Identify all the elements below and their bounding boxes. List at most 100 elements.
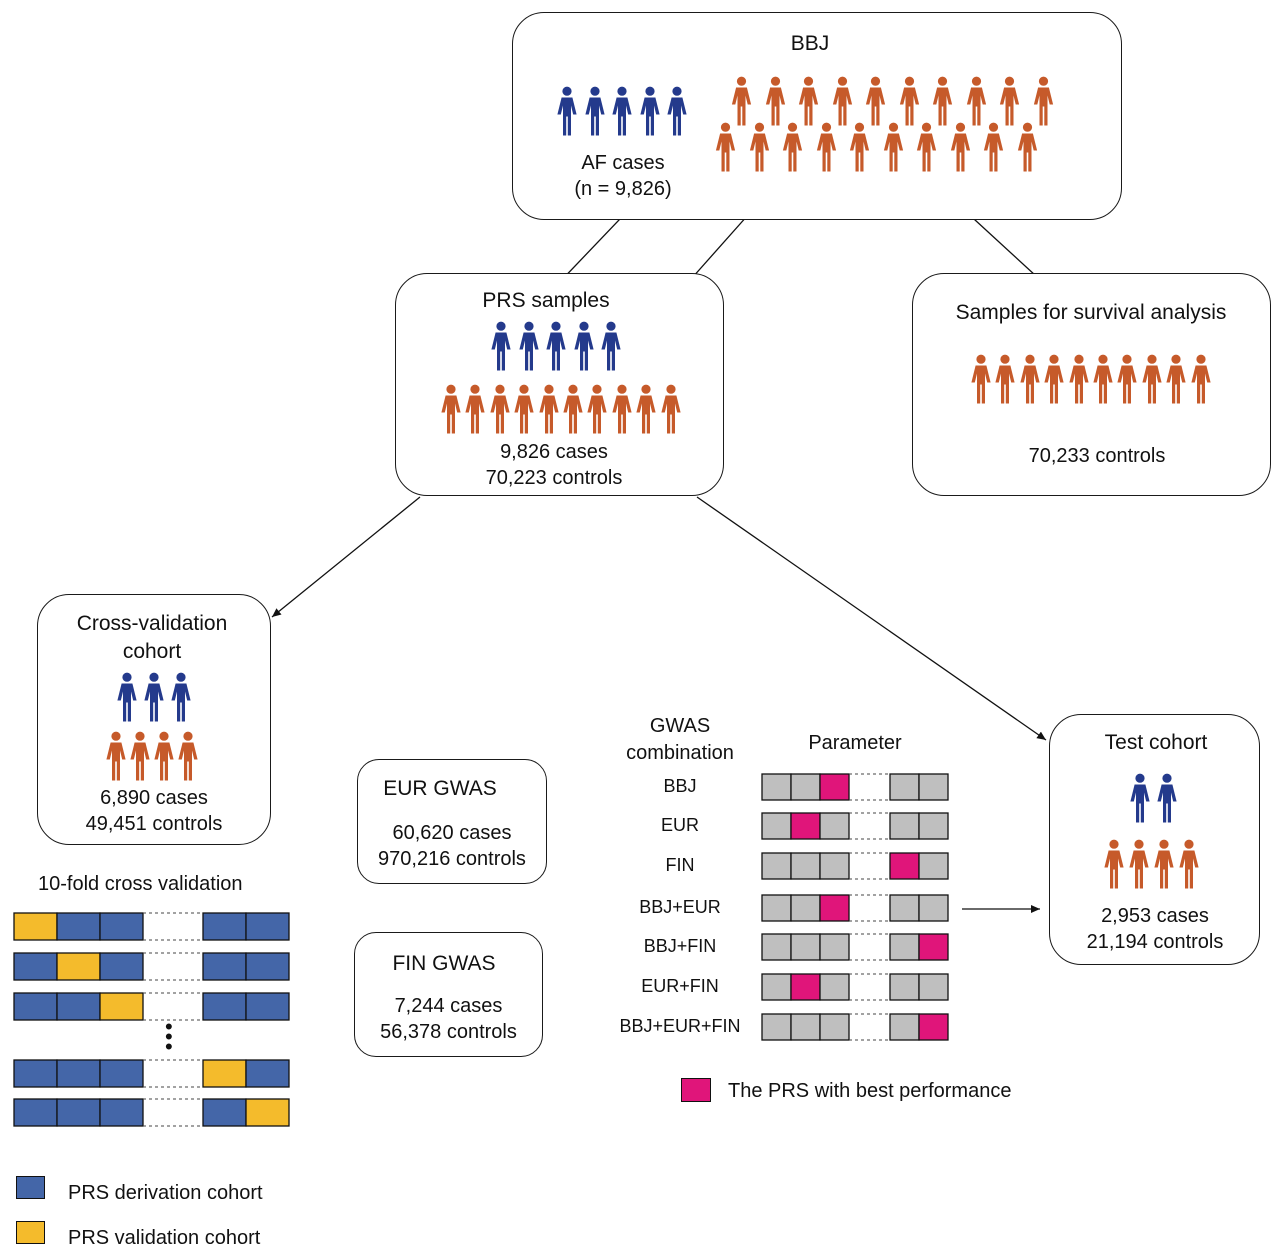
cv-cases-icons: [117, 672, 191, 722]
parameter-cell: [761, 894, 792, 922]
case-person-icon: [1157, 773, 1177, 823]
parameter-cell: [889, 973, 920, 1001]
eur-gwas-title: EUR GWAS: [383, 777, 497, 800]
control-person-icon: [441, 384, 461, 434]
gwas-row-label: BBJ+FIN: [643, 936, 717, 956]
case-person-icon: [1130, 773, 1150, 823]
bbj-af-cases-count: (n = 9,826): [574, 178, 672, 200]
control-person-icon: [832, 76, 852, 126]
control-person-icon: [816, 122, 836, 172]
derivation-fold: [99, 912, 144, 941]
fin-gwas-cases: 7,244 cases: [394, 995, 503, 1017]
cv-title-line2: cohort: [122, 640, 182, 663]
prs-cases-count: 9,826 cases: [500, 441, 608, 463]
control-person-icon: [1017, 122, 1037, 172]
case-person-icon: [612, 86, 632, 136]
parameter-cell: [889, 773, 920, 801]
gwas-header-line2: combination: [626, 742, 734, 764]
best-parameter-cell: [790, 973, 821, 1001]
case-person-icon: [584, 86, 605, 136]
control-person-icon: [1154, 839, 1174, 889]
eur-gwas-controls: 970,216 controls: [378, 848, 526, 870]
derivation-fold: [13, 952, 58, 981]
control-person-icon: [1044, 354, 1064, 404]
case-person-icon: [518, 321, 539, 371]
gwas-row-label: BBJ+EUR: [639, 897, 721, 917]
control-person-icon: [1166, 354, 1186, 404]
arrow-prs-to-cv: [271, 496, 421, 618]
gwas-header-line1: GWAS: [649, 715, 711, 737]
derivation-fold: [245, 952, 290, 981]
cv-fold-bars: [13, 912, 290, 1127]
fin-gwas-title: FIN GWAS: [392, 952, 496, 975]
control-person-icon: [971, 354, 991, 404]
control-person-icon: [1117, 354, 1137, 404]
derivation-fold: [202, 992, 247, 1021]
bbj-cases-icons: [557, 86, 687, 136]
gwas-row-label: BBJ: [663, 776, 697, 796]
test-cases-count: 2,953 cases: [1101, 905, 1209, 927]
survival-controls-count: 70,233 controls: [1028, 445, 1166, 467]
eur-gwas-cases: 60,620 cases: [392, 822, 512, 844]
parameter-cell: [790, 852, 821, 880]
case-person-icon: [639, 86, 660, 136]
derivation-fold: [245, 1059, 290, 1088]
bbj-af-cases-label: AF cases: [581, 152, 665, 174]
control-person-icon: [966, 76, 986, 126]
derivation-fold: [56, 912, 101, 941]
legend-validation-label: PRS validation cohort: [68, 1227, 261, 1249]
control-person-icon: [865, 76, 886, 126]
control-person-icon: [1179, 839, 1199, 889]
control-person-icon: [1068, 354, 1089, 404]
control-person-icon: [563, 384, 583, 434]
parameter-cell: [761, 973, 792, 1001]
parameter-cell: [790, 773, 821, 801]
derivation-fold: [202, 952, 247, 981]
cv-dots-icon: •••: [165, 1014, 173, 1059]
validation-fold: [13, 912, 58, 941]
test-cohort-box: Test cohort 2,953 cases 21,194 controls: [1049, 714, 1260, 965]
cv-controls-icons: [106, 731, 198, 781]
control-person-icon: [995, 354, 1015, 404]
survival-controls-icons: [971, 354, 1211, 404]
control-person-icon: [798, 76, 819, 126]
case-person-icon: [557, 86, 577, 136]
bbj-controls-icons-row2: [715, 122, 1038, 172]
control-person-icon: [782, 122, 803, 172]
parameter-cell: [790, 894, 821, 922]
cv-section-title: 10-fold cross validation: [38, 873, 243, 895]
prs-controls-icons: [441, 384, 681, 434]
prs-samples-box: PRS samples 9,826 cases 70,223 controls: [395, 273, 724, 496]
best-parameter-cell: [889, 852, 920, 880]
parameter-cell: [819, 812, 850, 840]
parameter-cell: [889, 1013, 920, 1041]
parameter-bars: [761, 773, 949, 1041]
validation-fold: [99, 992, 144, 1021]
control-person-icon: [130, 731, 150, 781]
fin-gwas-box: FIN GWAS 7,244 cases 56,378 controls: [354, 932, 543, 1057]
control-person-icon: [1093, 354, 1113, 404]
validation-fold: [202, 1059, 247, 1088]
cv-cases-count: 6,890 cases: [100, 787, 208, 809]
case-person-icon: [573, 321, 594, 371]
control-person-icon: [106, 731, 126, 781]
best-performance-label: The PRS with best performance: [728, 1080, 1012, 1102]
control-person-icon: [950, 122, 970, 172]
bbj-title: BBJ: [790, 32, 830, 55]
derivation-fold: [245, 912, 290, 941]
test-controls-count: 21,194 controls: [1086, 931, 1224, 953]
control-person-icon: [1142, 354, 1162, 404]
case-person-icon: [667, 86, 687, 136]
parameter-cell: [918, 812, 949, 840]
bbj-controls-icons-row1: [731, 76, 1054, 126]
control-person-icon: [749, 122, 769, 172]
control-person-icon: [154, 731, 174, 781]
validation-fold: [56, 952, 101, 981]
gwas-row-label: BBJ+EUR+FIN: [619, 1016, 741, 1036]
control-person-icon: [1190, 354, 1211, 404]
survival-title: Samples for survival analysis: [955, 301, 1227, 324]
test-cases-icons: [1130, 773, 1177, 823]
control-person-icon: [1129, 839, 1149, 889]
parameter-cell: [761, 933, 792, 961]
